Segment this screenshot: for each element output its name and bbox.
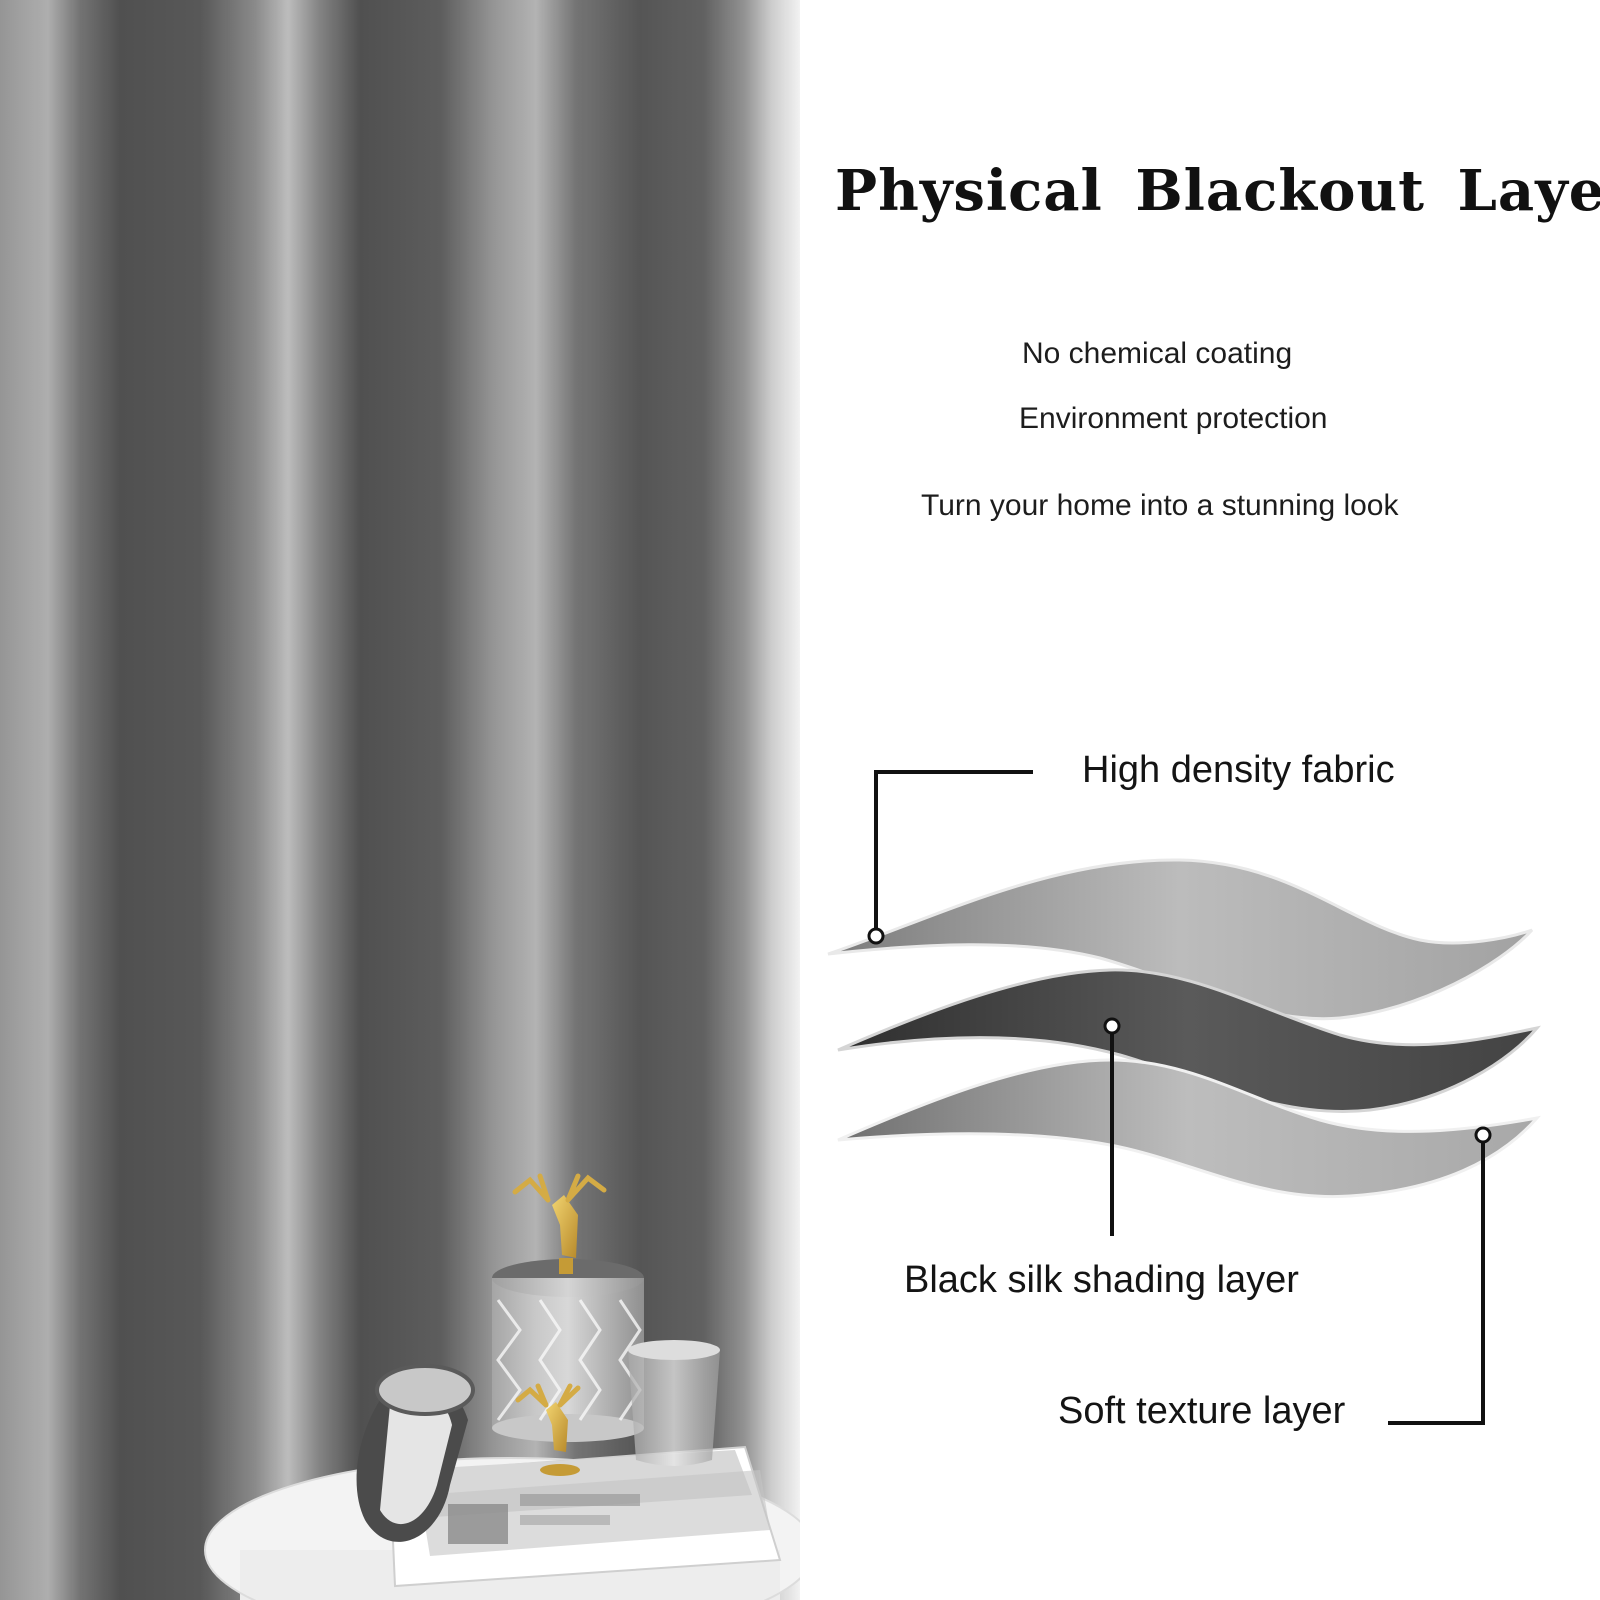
layer-1-shape xyxy=(827,858,1534,1021)
callout-soft-texture-layer xyxy=(1388,1126,1492,1425)
feature-stunning-look: Turn your home into a stunning look xyxy=(921,489,1399,522)
headline: Physical Blackout Layer xyxy=(835,158,1600,224)
gold-deer-ornament xyxy=(512,1173,607,1476)
layer-3-shape xyxy=(837,1058,1541,1199)
glass-jar xyxy=(492,1259,644,1442)
rolled-magazine xyxy=(356,1364,475,1542)
grey-curtain-photo xyxy=(0,0,800,1600)
callout-high-density-fabric xyxy=(867,770,1033,945)
label-high-density-fabric: High density fabric xyxy=(1082,749,1395,791)
feature-environment-protection: Environment protection xyxy=(1019,402,1328,435)
callout-black-silk-shading-layer xyxy=(1103,1017,1121,1236)
feature-no-chemical-coating: No chemical coating xyxy=(1022,337,1293,370)
label-black-silk-shading-layer: Black silk shading layer xyxy=(904,1259,1299,1301)
glass-tumbler xyxy=(628,1340,720,1466)
label-soft-texture-layer: Soft texture layer xyxy=(1058,1390,1346,1432)
layer-2-shape xyxy=(837,968,1541,1113)
magazine-stack xyxy=(388,1445,782,1588)
